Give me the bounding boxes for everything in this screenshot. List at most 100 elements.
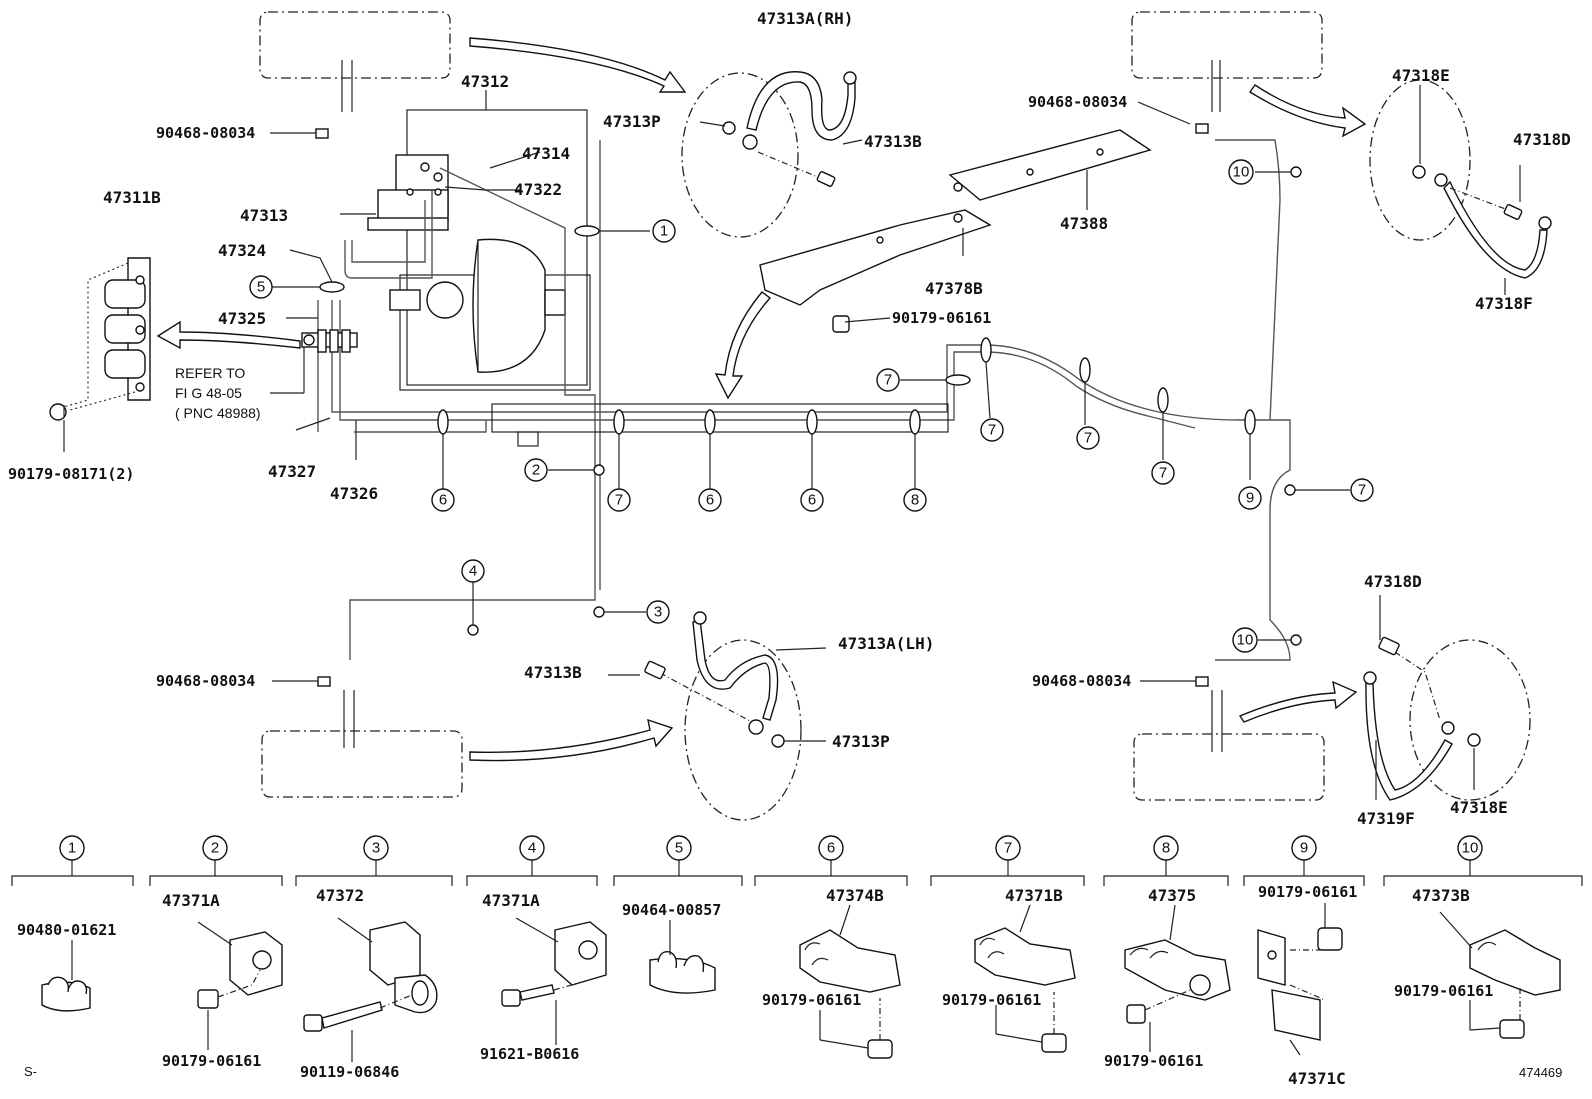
svg-text:5: 5: [675, 840, 683, 857]
label-47313B-b: 47313B: [524, 663, 582, 682]
flow-arrows: [156, 37, 1367, 762]
label-47313: 47313: [240, 206, 288, 225]
label-47327: 47327: [268, 462, 316, 481]
svg-text:8: 8: [911, 492, 919, 509]
legend-2-part-1: 47371A: [162, 891, 220, 910]
svg-text:9: 9: [1300, 840, 1308, 857]
marker-5-top: 5: [249, 275, 273, 299]
label-47318E-b: 47318E: [1450, 798, 1508, 817]
legend-10-part-2: 90179-06161: [1394, 982, 1493, 1000]
svg-text:7: 7: [988, 422, 996, 439]
svg-text:3: 3: [372, 840, 380, 857]
legend-part-drawings: [41, 903, 1561, 1062]
svg-text:5: 5: [257, 279, 265, 296]
svg-text:10: 10: [1237, 632, 1254, 649]
label-90468-b: 90468-08034: [1028, 93, 1127, 111]
legend-6-part-1: 47374B: [826, 886, 884, 905]
legend-numbers: 1 2 3 4 5 6 7 8 9 10: [59, 835, 1483, 861]
legend-3-part-1: 47372: [316, 886, 364, 905]
label-47313A-LH: 47313A(LH): [838, 634, 934, 653]
svg-text:9: 9: [1246, 490, 1254, 507]
svg-text:10: 10: [1233, 164, 1250, 181]
svg-text:7: 7: [1004, 840, 1012, 857]
label-47312: 47312: [461, 72, 509, 91]
legend-marker-7: 7: [995, 835, 1021, 861]
svg-text:6: 6: [706, 492, 714, 509]
label-47311B: 47311B: [103, 188, 161, 207]
connector-47325: [301, 329, 358, 353]
label-47318F: 47318F: [1475, 294, 1533, 313]
legend-8-part-2: 90179-06161: [1104, 1052, 1203, 1070]
label-47318D-b: 47318D: [1364, 572, 1422, 591]
markers: 1 5 2 3 4 6 7 6 6 8 7 7 7 7 9 7 10 10: [249, 159, 1374, 653]
marker-2-top: 2: [524, 458, 548, 482]
svg-text:4: 4: [469, 563, 477, 580]
legend-4-part-2: 91621-B0616: [480, 1045, 579, 1063]
hose-47318F: [1369, 79, 1552, 279]
label-47314: 47314: [522, 144, 570, 163]
svg-text:FI G 48-05: FI G 48-05: [175, 385, 242, 401]
legend-5-part-1: 90464-00857: [622, 901, 721, 919]
marker-7-d: 7: [1076, 426, 1100, 450]
marker-7-e: 7: [1151, 461, 1175, 485]
brake-pipes: [317, 139, 1291, 661]
marker-6-b: 6: [698, 488, 722, 512]
wheel-box-front-left-top: [259, 11, 451, 112]
marker-7-a: 7: [607, 488, 631, 512]
leader-lines: [63, 85, 1521, 800]
corner-mark: S-: [24, 1064, 37, 1079]
label-47318D-a: 47318D: [1513, 130, 1571, 149]
label-90179-06161-top: 90179-06161: [892, 309, 991, 327]
clip-90468-icons: [315, 123, 1209, 687]
marker-1-top: 1: [652, 219, 676, 243]
label-90468-a: 90468-08034: [156, 124, 255, 142]
marker-7-f: 7: [1350, 478, 1374, 502]
legend-marker-8: 8: [1153, 835, 1179, 861]
marker-4-top: 4: [461, 559, 485, 583]
legend-3-part-2: 90119-06846: [300, 1063, 399, 1081]
legend-labels: 90480-01621 47371A 90179-06161 47372 901…: [17, 883, 1493, 1088]
svg-text:2: 2: [211, 840, 219, 857]
wheel-box-front-bottom: [261, 690, 463, 798]
svg-text:7: 7: [1159, 465, 1167, 482]
marker-9-a: 9: [1238, 486, 1262, 510]
label-47313A-RH: 47313A(RH): [757, 9, 853, 28]
svg-text:7: 7: [1084, 430, 1092, 447]
bracket-47388: [948, 129, 1152, 201]
legend-marker-1: 1: [59, 835, 85, 861]
svg-text:4: 4: [528, 840, 536, 857]
label-47319F: 47319F: [1357, 809, 1415, 828]
marker-8-a: 8: [903, 488, 927, 512]
legend-6-part-2: 90179-06161: [762, 991, 861, 1009]
legend-1-part-1: 90480-01621: [17, 921, 116, 939]
legend-7-part-1: 47371B: [1005, 886, 1063, 905]
legend-4-part-1: 47371A: [482, 891, 540, 910]
label-47313B-a: 47313B: [864, 132, 922, 151]
bolt-90179-top: [832, 315, 850, 333]
label-90468-d: 90468-08034: [1032, 672, 1131, 690]
wheel-box-rear-bottom: [1133, 690, 1325, 801]
legend-marker-4: 4: [519, 835, 545, 861]
svg-text:7: 7: [1358, 482, 1366, 499]
legend-10-part-1: 47373B: [1412, 886, 1470, 905]
label-90468-c: 90468-08034: [156, 672, 255, 690]
marker-6-c: 6: [800, 488, 824, 512]
marker-7-c: 7: [980, 418, 1004, 442]
pipe-mounting-rail: [491, 403, 949, 447]
legend-brackets: [11, 860, 1583, 886]
svg-text:REFER TO: REFER TO: [175, 365, 245, 381]
label-47318E-a: 47318E: [1392, 66, 1450, 85]
svg-text:1: 1: [660, 223, 668, 240]
svg-text:7: 7: [884, 372, 892, 389]
refer-note: REFER TO FI G 48-05 ( PNC 48988): [175, 365, 261, 421]
svg-text:3: 3: [654, 604, 662, 621]
svg-text:2: 2: [532, 462, 540, 479]
label-47325: 47325: [218, 309, 266, 328]
marker-3-top: 3: [646, 600, 670, 624]
legend-marker-6: 6: [818, 835, 844, 861]
bracket-47378B: [759, 209, 992, 306]
svg-text:8: 8: [1162, 840, 1170, 857]
svg-text:6: 6: [808, 492, 816, 509]
legend-9-part-1: 90179-06161: [1258, 883, 1357, 901]
